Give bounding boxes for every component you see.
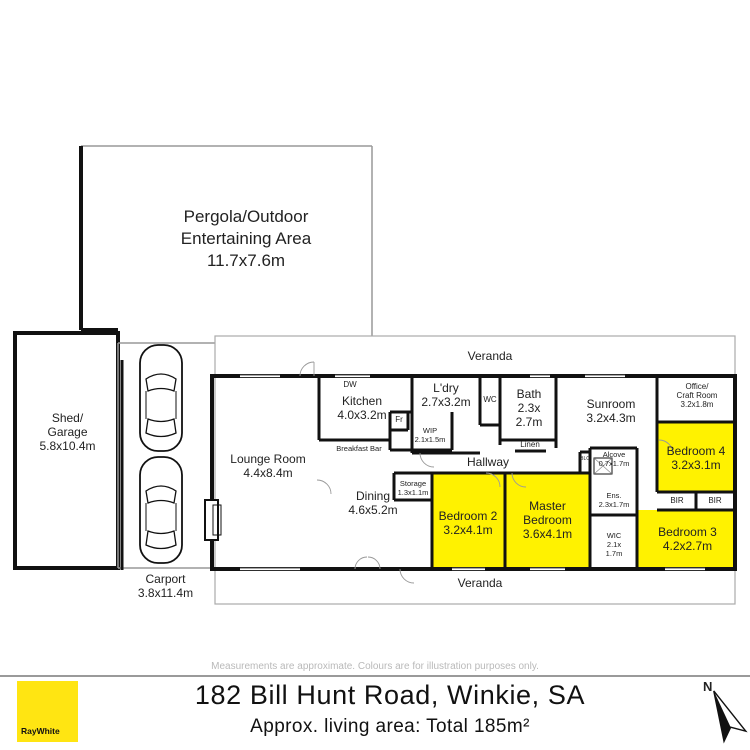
living-area-text: Approx. living area: Total 185m² — [250, 716, 530, 737]
lounge-room-label: Lounge Room 4.4x8.4m — [230, 452, 306, 480]
fridge-label: Fr — [395, 415, 403, 424]
linen-label: Linen — [520, 440, 540, 449]
windows — [240, 374, 705, 571]
carport-label: Carport 3.8x11.4m — [137, 572, 194, 600]
blc-label: BLC — [580, 456, 590, 462]
dining-label: Dining 4.6x5.2m — [348, 489, 398, 517]
laundry-label: L'dry 2.7x3.2m — [421, 381, 471, 409]
master-bedroom-fill — [505, 473, 590, 569]
bedroom-4-label: Bedroom 4 3.2x3.1m — [666, 444, 726, 472]
pergola-area — [79, 145, 373, 336]
bedroom-2-label: Bedroom 2 3.2x4.1m — [438, 509, 498, 537]
disclaimer-text: Measurements are approximate. Colours ar… — [211, 661, 539, 672]
wc-label: WC — [483, 395, 497, 404]
car-icon — [139, 456, 183, 564]
bedroom-4-fill — [657, 422, 735, 492]
north-label: N — [703, 679, 713, 694]
bedroom-3-label: Bedroom 3 4.2x2.7m — [658, 525, 717, 553]
raywhite-logo: RayWhite — [17, 681, 78, 742]
storage-label: Storage 1.3x1.1m — [397, 479, 429, 497]
bir-2-label: BIR — [708, 496, 722, 505]
interior-walls — [317, 376, 735, 569]
car-icon — [139, 344, 183, 452]
carport-area — [117, 342, 215, 570]
kitchen-label: Kitchen 4.0x3.2m — [337, 394, 387, 422]
office-label: Office/ Craft Room 3.2x1.8m — [676, 382, 718, 410]
breakfast-bar-label: Breakfast Bar — [336, 444, 382, 453]
wic-label: WIC 2.1x 1.7m — [605, 531, 623, 558]
bedroom-2-fill — [432, 473, 504, 569]
fireplace — [204, 499, 219, 541]
alcove-label: Alcove 0.7x1.7m — [598, 450, 630, 468]
veranda-top-label: Veranda — [467, 349, 513, 363]
shed-label: Shed/ Garage 5.8x10.4m — [39, 411, 96, 453]
wip-label: WIP 2.1x1.5m — [414, 426, 446, 444]
hallway-label: Hallway — [466, 455, 509, 469]
bedroom-3-fill — [637, 510, 735, 569]
brand-name: RayWhite — [21, 726, 60, 736]
bath-label: Bath 2.3x 2.7m — [515, 387, 543, 429]
footer-divider — [0, 675, 750, 677]
property-address: 182 Bill Hunt Road, Winkie, SA — [194, 680, 586, 710]
bir-1-label: BIR — [670, 496, 684, 505]
sunroom-label: Sunroom 3.2x4.3m — [586, 397, 636, 425]
north-arrow-icon — [713, 690, 748, 744]
doors — [299, 361, 674, 584]
pergola-label: Pergola/Outdoor Entertaining Area 11.7x7… — [180, 207, 312, 270]
ensuite-label: Ens. 2.3x1.7m — [598, 491, 630, 509]
dishwasher-label: DW — [343, 380, 357, 389]
veranda-bottom-label: Veranda — [457, 576, 503, 590]
master-bedroom-label: Master Bedroom 3.6x4.1m — [522, 499, 573, 541]
